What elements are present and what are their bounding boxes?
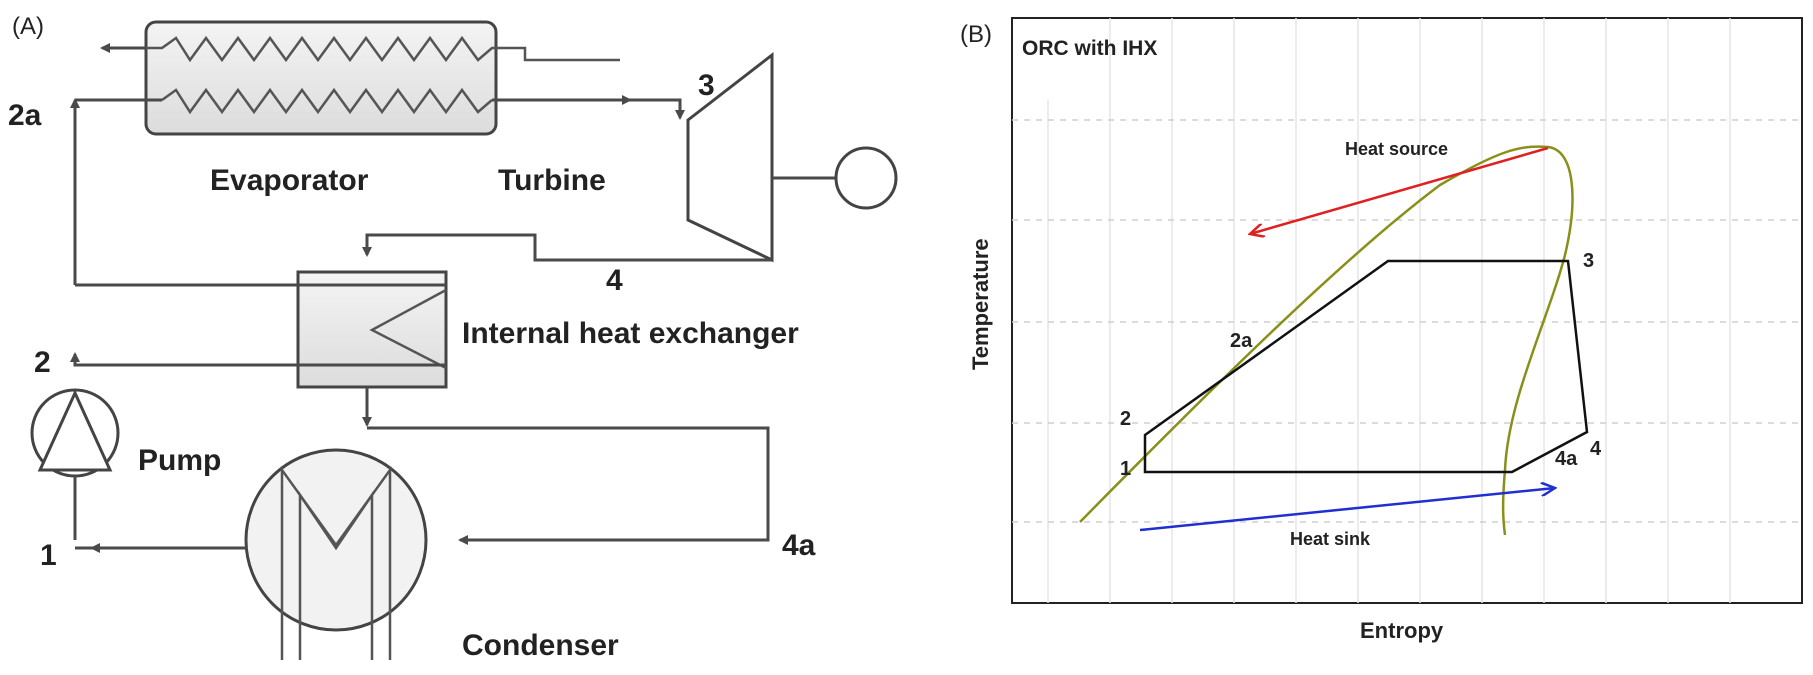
state-4-label: 4 [606,264,623,297]
heat-sink-label: Heat sink [1290,529,1371,549]
condenser [244,448,428,660]
ts-xlabel: Entropy [1360,618,1444,643]
condenser-label: Condenser [462,629,619,662]
ts-state-2a: 2a [1230,330,1253,352]
state-2a-label: 2a [8,99,42,132]
internal-heat-exchanger [296,270,448,389]
panel-a: (A) [8,13,898,662]
ts-state-2: 2 [1120,408,1131,430]
cycle-outline [1143,259,1589,474]
ihx-label: Internal heat exchanger [462,317,799,350]
state-4a-label: 4a [782,529,816,562]
panel-b: (B) ORC with IHX [960,17,1803,643]
ts-plot-frame [1011,17,1803,604]
pump-label: Pump [138,444,221,477]
state-2-label: 2 [34,346,51,379]
panel-a-tag: (A) [12,13,44,40]
ts-ylabel: Temperature [968,238,993,370]
ts-title: ORC with IHX [1022,37,1157,60]
ts-state-1: 1 [1120,458,1131,480]
panel-b-tag: (B) [960,21,992,48]
state-1-label: 1 [40,539,57,572]
state-3-label: 3 [698,69,715,102]
heat-source-arrow [1250,146,1549,234]
ts-state-3: 3 [1583,250,1594,272]
pump [30,388,120,478]
ts-state-4a: 4a [1555,448,1578,470]
heat-source-label: Heat source [1345,139,1448,159]
evaporator [120,20,620,136]
ts-state-4: 4 [1590,438,1602,460]
generator [834,146,898,210]
evaporator-label: Evaporator [210,164,369,197]
heat-sink-arrow [1139,488,1555,532]
saturation-dome [1079,145,1574,536]
turbine-label: Turbine [498,164,606,197]
